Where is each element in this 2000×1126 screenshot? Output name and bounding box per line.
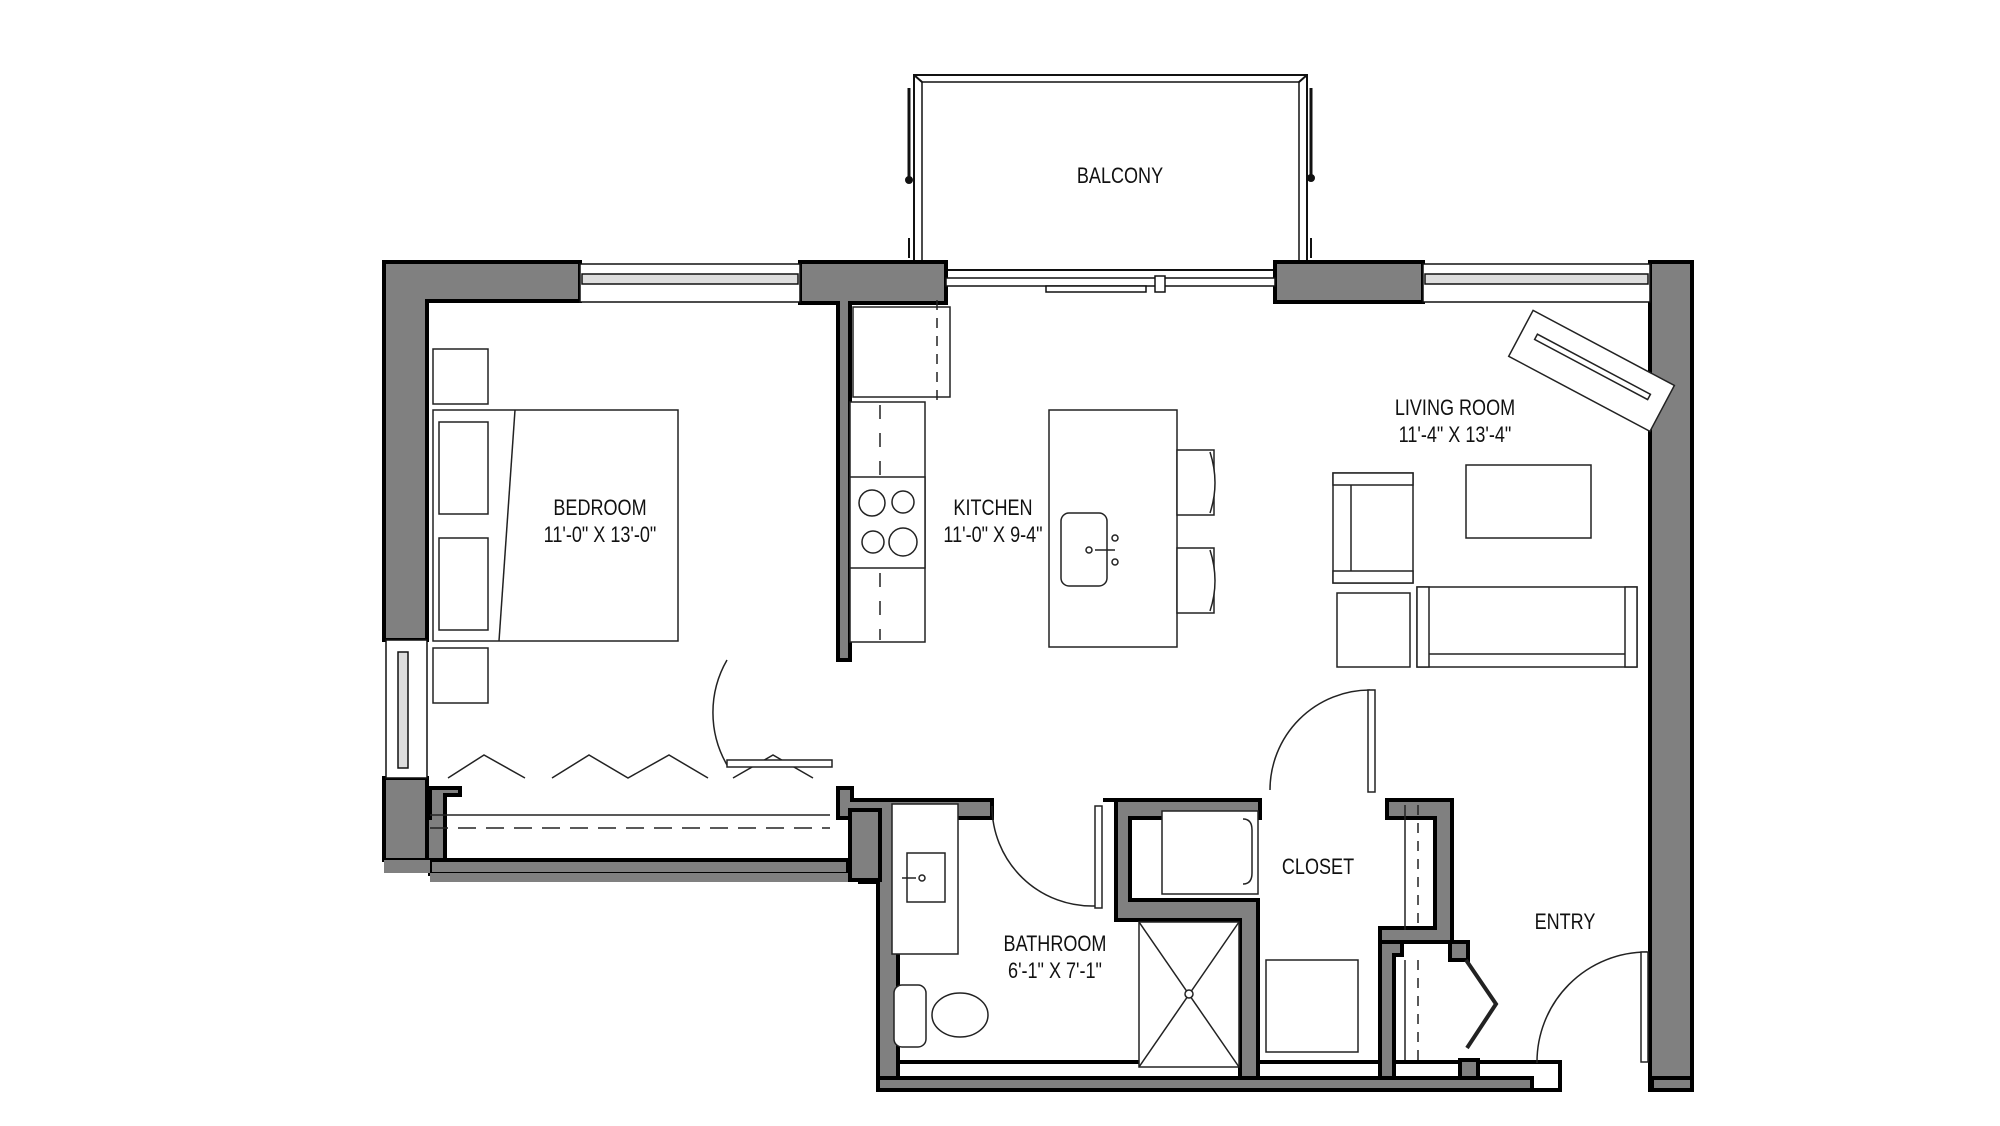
- nightstand-bottom: [432, 647, 489, 704]
- entry-door: [1464, 951, 1649, 1064]
- closet-fixtures: [1161, 805, 1419, 1060]
- toilet-bowl: [931, 992, 989, 1038]
- armchair: [1332, 472, 1414, 584]
- kitchen-dimensions: 11'-0" X 9-4": [943, 522, 1043, 547]
- closet-label: CLOSET: [1277, 853, 1359, 880]
- living-room-label: LIVING ROOM 11'-4" X 13'-4": [1381, 394, 1529, 448]
- sofa: [1416, 586, 1638, 668]
- bathroom-door: [991, 805, 1103, 909]
- windows: [385, 263, 1651, 779]
- kitchen-label: KITCHEN 11'-0" X 9-4": [932, 494, 1055, 548]
- balcony-sliding-door: [945, 275, 1276, 293]
- stool: [1176, 547, 1215, 614]
- bedroom-bifold-closet: [430, 754, 830, 829]
- balcony-name: BALCONY: [1076, 163, 1164, 188]
- living-room-name: LIVING ROOM: [1394, 395, 1516, 420]
- side-table: [1336, 592, 1411, 668]
- balcony-label: BALCONY: [1071, 162, 1169, 189]
- bedroom-door: [712, 659, 833, 768]
- nightstand-top: [432, 348, 489, 405]
- entry-label: ENTRY: [1528, 908, 1602, 935]
- kitchen-name: KITCHEN: [953, 495, 1033, 520]
- cooktop: [849, 476, 926, 569]
- balcony: [905, 74, 1315, 271]
- bathroom-label: BATHROOM 6'-1" X 7'-1": [994, 930, 1117, 984]
- dryer: [1265, 959, 1359, 1053]
- entry-name: ENTRY: [1534, 909, 1596, 934]
- living-furniture: [1332, 309, 1676, 668]
- bedroom-dimensions: 11'-0" X 13'-0": [543, 522, 657, 547]
- bedroom-label: BEDROOM 11'-0" X 13'-0": [526, 494, 674, 548]
- closet-name: CLOSET: [1281, 854, 1355, 879]
- living-room-dimensions: 11'-4" X 13'-4": [1398, 422, 1512, 447]
- coffee-table: [1465, 464, 1592, 539]
- bedroom-name: BEDROOM: [553, 495, 647, 520]
- bathroom-fixtures: [891, 803, 1240, 1068]
- washer: [1161, 810, 1259, 895]
- closet-door: [1269, 689, 1376, 793]
- interior-walls: [384, 786, 1694, 1092]
- bathroom-dimensions: 6'-1" X 7'-1": [1008, 958, 1102, 983]
- bedroom-furniture: [432, 348, 679, 704]
- bathroom-name: BATHROOM: [1003, 931, 1107, 956]
- toilet-tank: [893, 984, 927, 1048]
- refrigerator: [852, 306, 951, 398]
- kitchen-fixtures: [849, 300, 1216, 648]
- stool: [1176, 449, 1215, 516]
- vanity: [891, 803, 959, 955]
